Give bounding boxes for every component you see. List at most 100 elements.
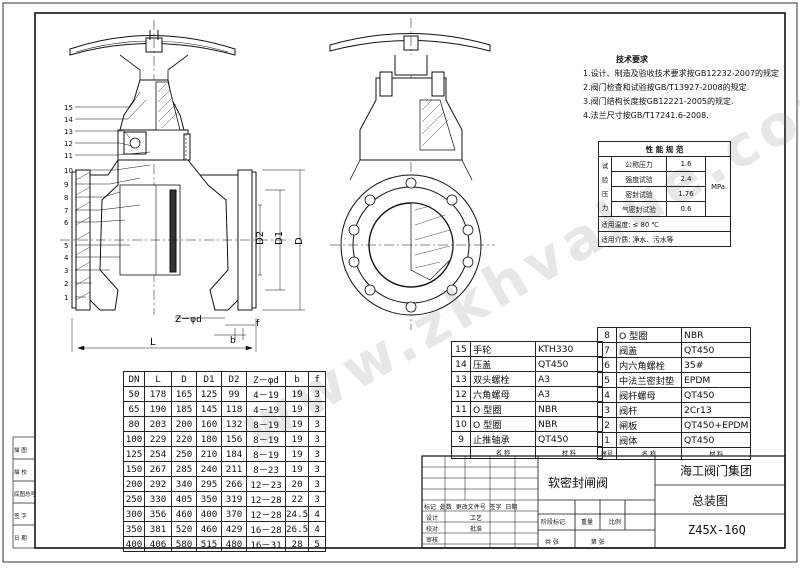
dimension-cell: 178 [144, 386, 172, 402]
dim-label-f: f [256, 319, 260, 329]
dimension-cell: 3 [308, 461, 327, 477]
dimension-cell: 356 [144, 506, 172, 522]
performance-name: 气密封试验 [611, 201, 667, 217]
dimension-cell: 267 [144, 461, 172, 477]
part-number-label: 13 [64, 128, 73, 136]
bom-cell: 双头螺栓 [470, 371, 536, 387]
tb-label: 日期 [505, 504, 518, 511]
tb-stage-labels: 阶段标记 重量 比例 [541, 517, 621, 526]
side-strip-labels: 描 图 描 校 底图总号 签 字 日 期 [14, 440, 36, 550]
dimension-cell: 125 [196, 386, 222, 402]
dimension-cell: 19 [284, 386, 310, 402]
dimension-cell: 580 [171, 536, 197, 552]
tech-item: 2.阀门检查和试验按GB/T13927-2008的规定. [583, 83, 750, 92]
tb-left-labels-2: 工艺 批准 [470, 513, 482, 535]
dimension-header: D1 [196, 371, 222, 387]
performance-value: 1.76 [666, 186, 706, 202]
bom-cell: 6 [597, 357, 617, 373]
dimension-cell: 180 [196, 431, 222, 447]
dimension-cell: 8－19 [246, 416, 286, 432]
dimension-header: D2 [221, 371, 247, 387]
dimension-cell: 50 [123, 386, 145, 402]
bom-cell: 六角螺母 [470, 386, 536, 402]
dimension-cell: 200 [123, 476, 145, 492]
bom-cell: 止推轴承 [470, 431, 536, 447]
dimension-cell: 185 [171, 401, 197, 417]
performance-name: 强度试验 [611, 171, 667, 187]
dimension-cell: 220 [171, 431, 197, 447]
tb-label: 签字 [489, 504, 502, 511]
dimension-cell: 254 [144, 446, 172, 462]
part-number-label: 4 [64, 254, 69, 262]
part-number-label: 2 [64, 280, 68, 288]
performance-value: 1.6 [666, 156, 706, 172]
bom-cell: 2 [597, 417, 617, 433]
dimension-cell: 266 [221, 476, 247, 492]
bom-cell: 阀盖 [616, 342, 682, 358]
dimension-cell: 406 [144, 536, 172, 552]
dimension-cell: 3 [308, 386, 327, 402]
dim-label-D: D [294, 237, 305, 245]
dimension-cell: 292 [144, 476, 172, 492]
bom-cell: 阀体 [616, 432, 682, 448]
dimension-header: L [144, 371, 172, 387]
performance-name: 公称压力 [611, 156, 667, 172]
bom-cell: 10 [451, 416, 471, 432]
dimension-cell: 12－23 [246, 476, 286, 492]
tb-row-labels: 标记 处数 更改文件号 签字 日期 [424, 502, 517, 511]
bom-cell: A3 [535, 386, 603, 402]
dimension-cell: 460 [171, 506, 197, 522]
bom-cell: 闸板 [616, 417, 682, 433]
dimension-cell: 80 [123, 416, 145, 432]
part-number-label: 11 [64, 152, 73, 160]
bom-footer-cell: 序号 [597, 446, 617, 461]
dimension-cell: 300 [123, 506, 145, 522]
bom-cell: NBR [535, 416, 603, 432]
bom-cell: 阀杆螺母 [616, 387, 682, 403]
tb-label: 标记 [424, 504, 437, 511]
company-name: 海工阀门集团 [680, 464, 753, 478]
bom-cell: 35# [680, 357, 752, 373]
dimension-cell: 200 [171, 416, 197, 432]
bom-cell: 中法兰密封垫 [616, 372, 682, 388]
dimension-cell: 19 [284, 446, 310, 462]
bom-footer-cell: 材 料 [535, 445, 603, 460]
bom-cell: NBR [680, 327, 752, 343]
dimension-cell: 350 [123, 521, 145, 537]
dim-label-D1: D1 [274, 231, 285, 245]
dimension-cell: 3 [308, 491, 327, 507]
dimension-cell: 429 [221, 521, 247, 537]
dim-label-b: b [230, 336, 236, 346]
dimension-cell: 8－19 [246, 446, 286, 462]
dimension-cell: 405 [171, 491, 197, 507]
performance-name: 密封试验 [611, 186, 667, 202]
bom-footer-row: 序号名 称材 料 [597, 446, 752, 461]
bom-cell: KTH330 [535, 341, 603, 357]
bom-cell: O 型圈 [470, 416, 536, 432]
bom-cell: O 型圈 [470, 401, 536, 417]
bom-cell: 阀杆 [616, 402, 682, 418]
bom-cell: 3 [597, 402, 617, 418]
tb-label: 审核 [426, 537, 439, 544]
dimension-cell: 156 [221, 431, 247, 447]
dimension-cell: 20 [284, 476, 310, 492]
dimension-cell: 12－28 [246, 506, 286, 522]
bom-cell: 15 [451, 341, 471, 357]
dimension-cell: 400 [196, 506, 222, 522]
tech-item: 4.法兰尺寸按GB/T17241.6-2008. [583, 111, 709, 120]
bom-footer-row: 名 称材 料 [451, 445, 603, 460]
dimension-cell: 28 [284, 536, 310, 552]
dimension-cell: 165 [171, 386, 197, 402]
dimension-cell: 22 [284, 491, 310, 507]
tb-label: 工艺 [470, 515, 483, 522]
bom-footer-cell: 名 称 [616, 446, 682, 461]
